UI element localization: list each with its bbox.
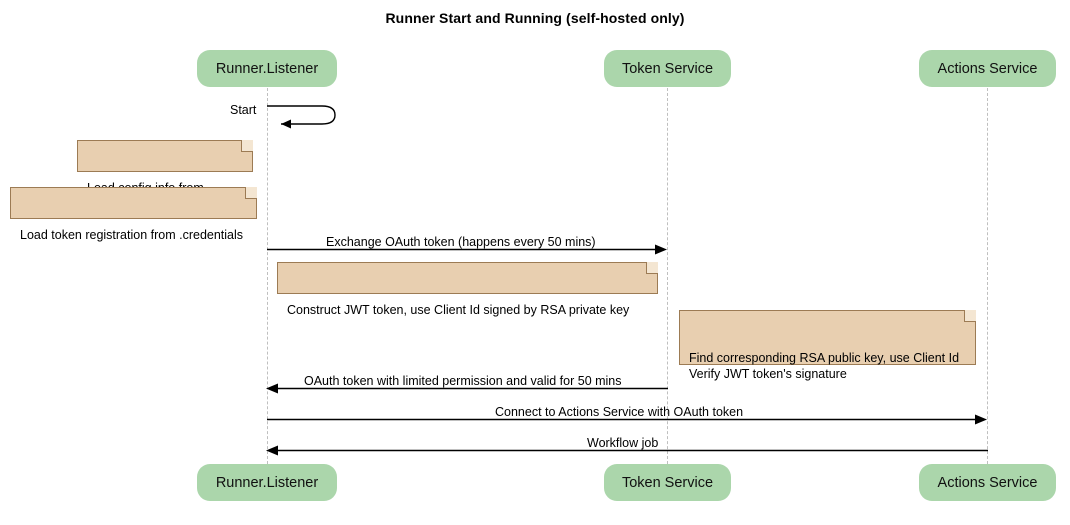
participant-label: Runner.Listener <box>215 60 319 77</box>
message-arrow-workflow-job <box>266 445 988 456</box>
note-fold-corner-icon <box>245 187 257 199</box>
message-arrow-connect-to-actions-service <box>267 414 987 425</box>
note-text: Find corresponding RSA public key, use C… <box>689 351 960 381</box>
message-arrow-exchange-oauth-token <box>267 244 667 255</box>
participant-label: Actions Service <box>937 60 1038 77</box>
participant-label: Actions Service <box>937 474 1038 491</box>
lifeline-actions-service <box>987 88 988 464</box>
lifeline-runner <box>267 88 268 464</box>
message-arrow-oauth-token-return <box>266 383 668 394</box>
message-label-start: Start <box>230 103 257 117</box>
participant-label: Token Service <box>621 474 714 491</box>
page-title: Runner Start and Running (self-hosted on… <box>385 10 685 26</box>
message-label-exchange-oauth-token: Exchange OAuth token (happens every 50 m… <box>326 235 596 249</box>
message-label-connect-to-actions-service: Connect to Actions Service with OAuth to… <box>495 405 744 419</box>
note-verify-jwt-signature: Find corresponding RSA public key, use C… <box>679 310 976 381</box>
participant-actions-service-top[interactable]: Actions Service <box>919 50 1056 87</box>
message-label-oauth-token-return: OAuth token with limited permission and … <box>304 374 622 388</box>
note-construct-jwt-token: Construct JWT token, use Client Id signe… <box>277 262 658 317</box>
lifeline-token-service <box>667 88 668 464</box>
participant-label: Token Service <box>621 60 714 77</box>
note-fold-corner-icon <box>646 262 658 274</box>
note-fold-corner-icon <box>241 140 253 152</box>
participant-actions-service-bottom[interactable]: Actions Service <box>919 464 1056 501</box>
participant-runner-listener-bottom[interactable]: Runner.Listener <box>197 464 337 501</box>
participant-label: Runner.Listener <box>215 474 319 491</box>
note-fold-corner-icon <box>964 310 976 322</box>
note-load-config: Load config info from .runner <box>77 140 253 211</box>
message-arrow-start <box>267 105 336 129</box>
message-label-workflow-job: Workflow job <box>587 436 659 450</box>
note-load-token-registration: Load token registration from .credential… <box>10 187 257 242</box>
participant-token-service-bottom[interactable]: Token Service <box>604 464 731 501</box>
participant-token-service-top[interactable]: Token Service <box>604 50 731 87</box>
note-text: Construct JWT token, use Client Id signe… <box>287 303 630 317</box>
participant-runner-listener-top[interactable]: Runner.Listener <box>197 50 337 87</box>
note-text: Load token registration from .credential… <box>20 228 244 242</box>
